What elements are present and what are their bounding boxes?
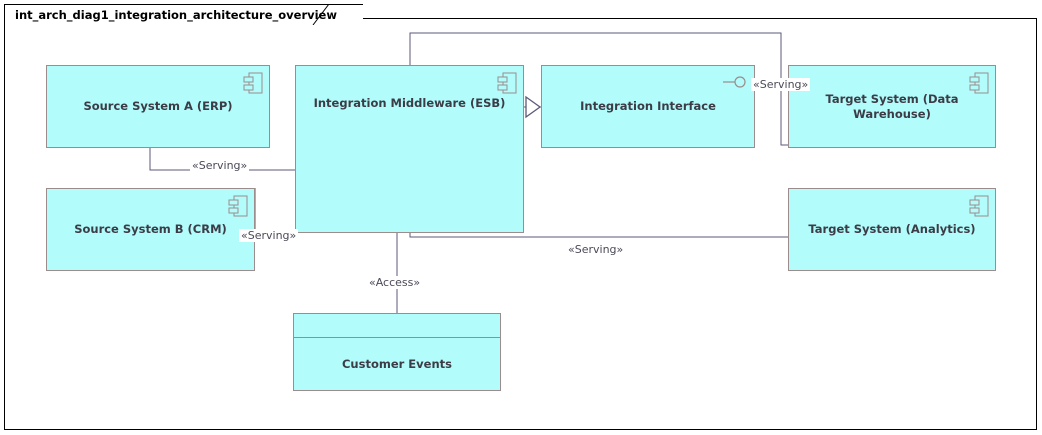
- node-target-system-data-warehouse[interactable]: Target System (Data Warehouse): [788, 65, 996, 148]
- node-customer-events[interactable]: Customer Events: [293, 313, 501, 391]
- customer-events-body: Customer Events: [294, 338, 500, 391]
- node-integration-interface-label: Integration Interface: [580, 99, 716, 114]
- diagram-frame: [4, 18, 1037, 430]
- node-source-system-a[interactable]: Source System A (ERP): [46, 65, 270, 148]
- diagram-title: int_arch_diag1_integration_architecture_…: [15, 7, 337, 22]
- component-icon: [969, 72, 989, 94]
- node-target-system-analytics-label: Target System (Analytics): [808, 222, 976, 237]
- component-icon: [969, 195, 989, 217]
- relationship-label-source-b-serving: «Serving»: [239, 229, 299, 242]
- relationship-label-analytics-serving: «Serving»: [566, 243, 626, 256]
- node-integration-middleware-label: Integration Middleware (ESB): [313, 96, 506, 110]
- node-customer-events-label: Customer Events: [341, 357, 452, 372]
- node-target-system-data-warehouse-label: Target System (Data Warehouse): [825, 92, 959, 121]
- node-source-system-b-label: Source System B (CRM): [74, 222, 227, 237]
- component-icon: [497, 72, 517, 94]
- node-source-system-a-label: Source System A (ERP): [83, 99, 233, 114]
- relationship-label-customer-events-access: «Access»: [367, 276, 423, 289]
- relationship-label-source-a-serving: «Serving»: [190, 159, 250, 172]
- node-integration-middleware[interactable]: Integration Middleware (ESB): [295, 65, 524, 233]
- component-icon: [228, 195, 248, 217]
- component-icon: [243, 72, 263, 94]
- provided-interface-icon: [723, 76, 746, 88]
- node-integration-interface[interactable]: Integration Interface: [541, 65, 755, 148]
- relationship-label-data-warehouse-serving: «Serving»: [751, 78, 811, 91]
- node-source-system-b[interactable]: Source System B (CRM): [46, 188, 255, 271]
- node-target-system-analytics[interactable]: Target System (Analytics): [788, 188, 996, 271]
- diagram-title-tab[interactable]: int_arch_diag1_integration_architecture_…: [4, 4, 363, 24]
- customer-events-header-band: [294, 314, 500, 338]
